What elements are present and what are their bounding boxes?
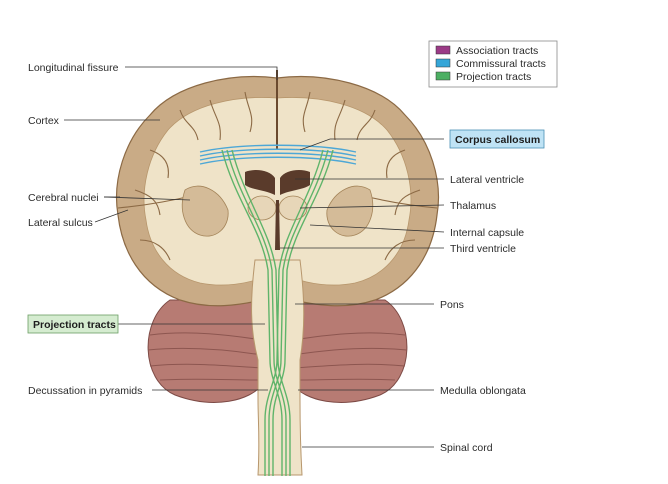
legend-commissural-label: Commissural tracts <box>456 58 546 70</box>
projection-tracts-label: Projection tracts <box>33 319 116 331</box>
projection-tracts <box>221 149 334 476</box>
cerebellum <box>147 299 408 403</box>
cortex-label: Cortex <box>28 115 60 127</box>
association-swatch <box>435 45 451 55</box>
commissural-tracts <box>199 144 357 165</box>
medulla-oblongata-label: Medulla oblongata <box>440 385 526 397</box>
thalamus-label: Thalamus <box>450 200 496 212</box>
legend-association-label: Association tracts <box>456 45 538 57</box>
internal-capsule-label: Internal capsule <box>450 227 524 239</box>
projection-swatch <box>435 71 451 81</box>
decussation-label: Decussation in pyramids <box>28 385 142 397</box>
corpus-callosum-callout: Corpus callosum <box>449 129 545 149</box>
lateral-ventricle-label: Lateral ventricle <box>450 174 524 186</box>
legend: Association tracts Commissural tracts Pr… <box>428 40 558 88</box>
projection-tracts-callout: Projection tracts <box>27 314 119 334</box>
pons-label: Pons <box>440 299 464 311</box>
spinal-cord-label: Spinal cord <box>440 442 493 454</box>
corpus-callosum-label: Corpus callosum <box>455 134 540 146</box>
longitudinal-fissure-label: Longitudinal fissure <box>28 62 119 74</box>
commissural-swatch <box>435 58 451 68</box>
legend-projection-label: Projection tracts <box>456 71 531 83</box>
leader-lines <box>64 66 445 448</box>
brainstem <box>251 259 305 476</box>
lateral-sulcus-label: Lateral sulcus <box>28 217 93 229</box>
third-ventricle-label: Third ventricle <box>450 243 516 255</box>
cerebral-nuclei-label: Cerebral nuclei <box>28 192 99 204</box>
